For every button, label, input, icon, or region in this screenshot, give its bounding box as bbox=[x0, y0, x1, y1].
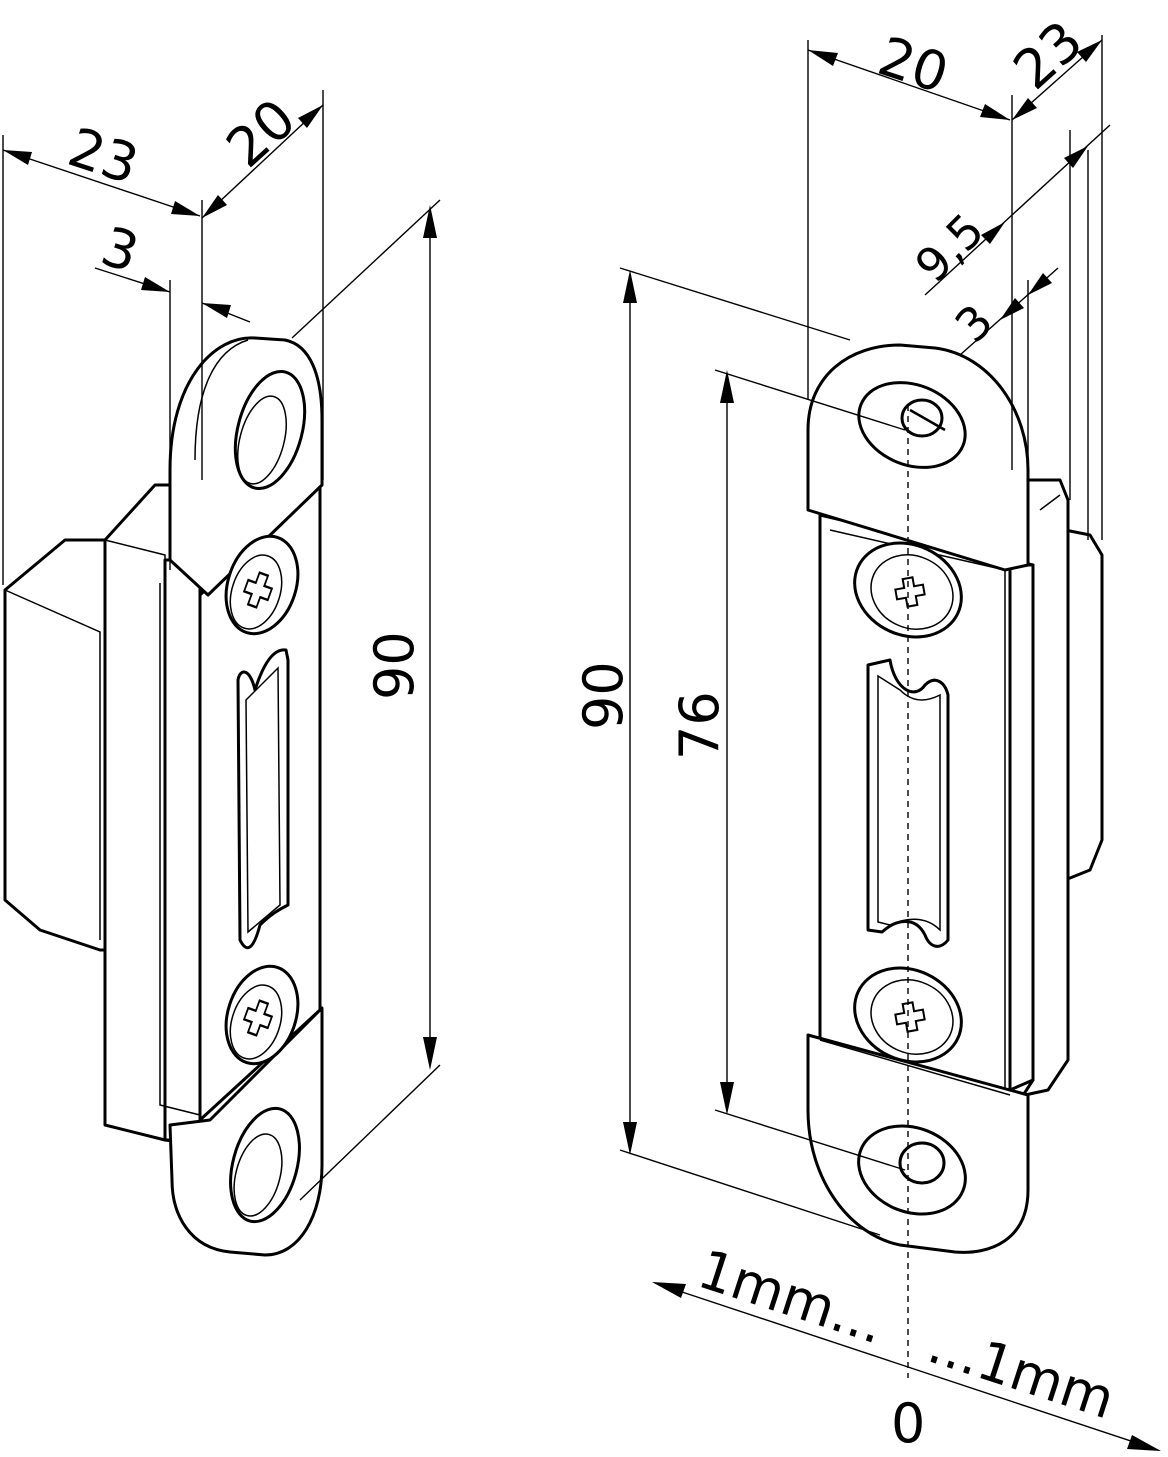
left-dimensions bbox=[2, 90, 441, 1201]
right-rear-block bbox=[1063, 528, 1104, 882]
adjust-right-label: ...1mm bbox=[921, 1312, 1122, 1431]
right-dimensions bbox=[619, 35, 1161, 1451]
left-dim-23: 23 bbox=[61, 115, 146, 196]
left-strike-plate bbox=[3, 336, 324, 1257]
left-dim-90: 90 bbox=[363, 631, 426, 700]
right-dim-90: 90 bbox=[572, 661, 635, 730]
adjust-zero-label: 0 bbox=[891, 1392, 925, 1455]
right-dim-23: 23 bbox=[1002, 9, 1095, 102]
left-upper-screw bbox=[224, 534, 300, 636]
right-upper-screw bbox=[853, 541, 963, 639]
right-strike-plate bbox=[806, 343, 1104, 1254]
right-dim-20: 20 bbox=[871, 24, 956, 105]
left-latch-slot bbox=[236, 648, 290, 950]
left-dim-20: 20 bbox=[215, 87, 308, 180]
right-dim-76: 76 bbox=[668, 691, 731, 760]
adjust-left-label: 1mm... bbox=[691, 1237, 892, 1356]
left-lower-screw bbox=[224, 964, 300, 1066]
left-plate-body bbox=[163, 558, 202, 1142]
right-dim-9-5: 9,5 bbox=[905, 203, 995, 293]
left-dim-3: 3 bbox=[94, 214, 146, 285]
right-dim-3: 3 bbox=[945, 294, 1004, 353]
